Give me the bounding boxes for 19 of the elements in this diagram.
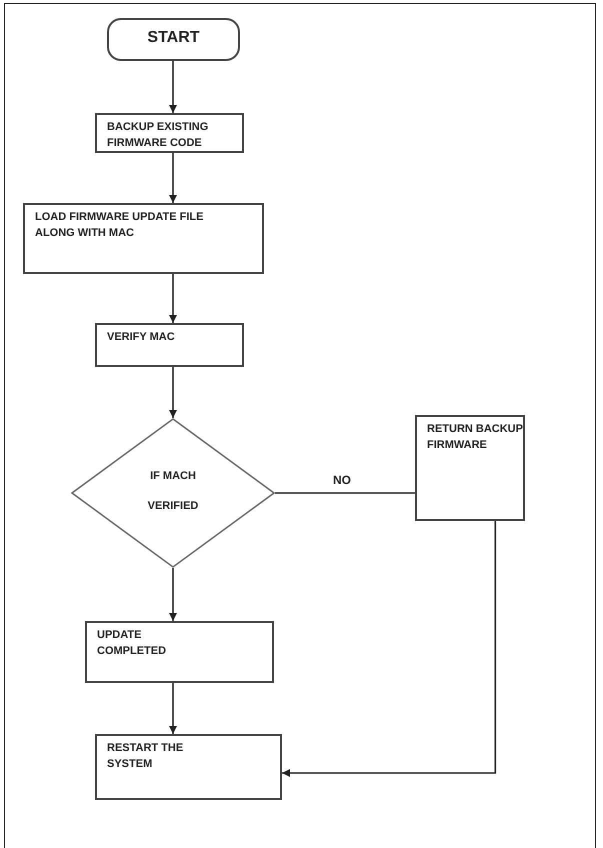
arrow	[169, 61, 177, 113]
edge-label: NO	[331, 473, 353, 487]
decision-diamond	[71, 418, 275, 568]
process-box: BACKUP EXISTING FIRMWARE CODE	[95, 113, 244, 153]
arrow	[282, 521, 496, 777]
arrow	[169, 153, 177, 203]
arrow	[169, 367, 177, 418]
decision-text: VERIFIED	[146, 499, 200, 514]
process-box: VERIFY MAC	[95, 323, 244, 367]
process-box: RETURN BACKUP FIRMWARE	[415, 415, 525, 521]
arrow	[169, 683, 177, 734]
arrow	[169, 568, 177, 621]
process-box: RESTART THE SYSTEM	[95, 734, 282, 800]
decision-text: IF MACH	[149, 469, 197, 484]
process-box: UPDATE COMPLETED	[85, 621, 274, 683]
process-box: LOAD FIRMWARE UPDATE FILE ALONG WITH MAC	[23, 203, 264, 274]
terminal-box: START	[107, 18, 240, 61]
connector-line	[275, 492, 415, 494]
arrow	[169, 274, 177, 323]
